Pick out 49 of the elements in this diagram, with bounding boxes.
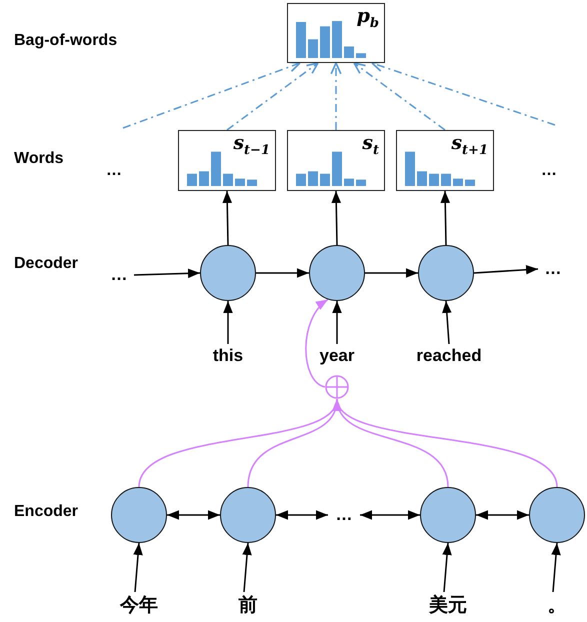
word-token: 。 [543,592,571,618]
word-token: 前 [232,592,264,618]
arrow [442,542,452,592]
word-token: year [312,344,362,368]
row-label: Decoder [14,255,78,273]
double-headed-arrow [276,510,328,520]
ellipsis: … [541,162,557,180]
dash-dot-arrow [122,61,301,129]
arrow [332,301,342,344]
double-headed-arrow [476,510,529,520]
math-symbol: p$_{b}$ [356,5,379,31]
arrow [474,264,538,275]
curved-arrow [305,298,328,388]
math-symbol: s$_{t}$ [362,132,379,158]
circled-plus-symbol [325,375,349,399]
ellipsis: … [104,264,134,286]
arrow [134,268,200,278]
arrow [365,268,418,278]
distribution-box [178,130,276,191]
arrow [551,542,561,592]
math-symbol: s$_{t−1}$ [233,132,270,158]
arrow [222,190,232,246]
word-token: this [206,344,250,368]
distribution-box [287,130,385,191]
ellipsis: … [538,258,568,280]
word-token: reached [410,344,488,368]
arrow [223,301,233,344]
arrow [133,542,143,592]
word-token: 今年 [110,592,168,618]
row-label: Words [14,150,64,168]
row-label: Bag-of-words [14,32,118,50]
distribution-box [287,3,385,63]
arrow [331,190,342,246]
ellipsis: … [328,504,360,526]
arrow [440,190,450,246]
dash-dot-arrow [226,62,319,131]
ellipsis: … [106,162,122,180]
row-label: Encoder [14,503,78,521]
arrow [242,542,252,592]
double-headed-arrow [167,510,220,520]
arrow [442,300,452,344]
distribution-box [396,130,494,191]
dash-dot-arrow [371,61,556,126]
dash-dot-arrow [330,62,342,130]
word-token: 美元 [419,592,477,618]
arrow [256,268,309,278]
dash-dot-arrow [353,62,446,131]
double-headed-arrow [360,510,420,520]
math-symbol: s$_{t+1}$ [451,132,488,158]
